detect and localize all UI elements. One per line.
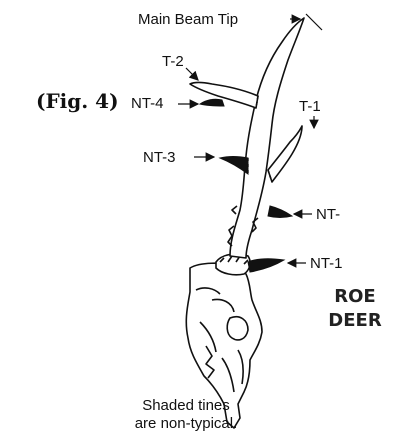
species-title-line1: ROE [334, 286, 375, 307]
label-nt: NT- [316, 206, 340, 223]
label-nt3: NT-3 [143, 149, 176, 166]
main-beam [228, 18, 304, 258]
caption-line1: Shaded tines [142, 397, 230, 414]
figure-reference: (Fig. 4) [36, 89, 119, 113]
label-t2: T-2 [162, 53, 184, 70]
label-nt4: NT-4 [131, 95, 164, 112]
tine-nt3-shaded [220, 157, 248, 175]
label-t1: T-1 [299, 98, 321, 115]
tine-nt1-shaded [248, 259, 284, 272]
tine-nt-shaded [268, 206, 292, 218]
caption-line2: are non-typical. [135, 415, 238, 432]
label-main-beam-tip: Main Beam Tip [138, 11, 238, 28]
label-nt1: NT-1 [310, 255, 343, 272]
tine-nt4-shaded [200, 99, 224, 106]
species-title-line2: DEER [328, 310, 382, 331]
tine-t1 [268, 126, 302, 182]
